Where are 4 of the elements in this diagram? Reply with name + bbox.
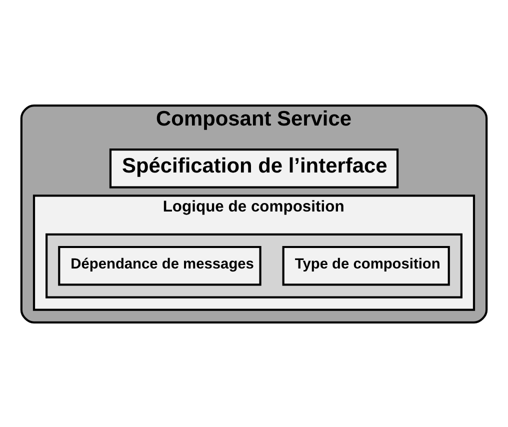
node-box: Type de composition <box>282 245 450 286</box>
cluster <box>46 232 462 298</box>
node-box: Spécification de l’interface <box>109 148 399 188</box>
node-box: Dépendance de messages <box>58 245 262 286</box>
